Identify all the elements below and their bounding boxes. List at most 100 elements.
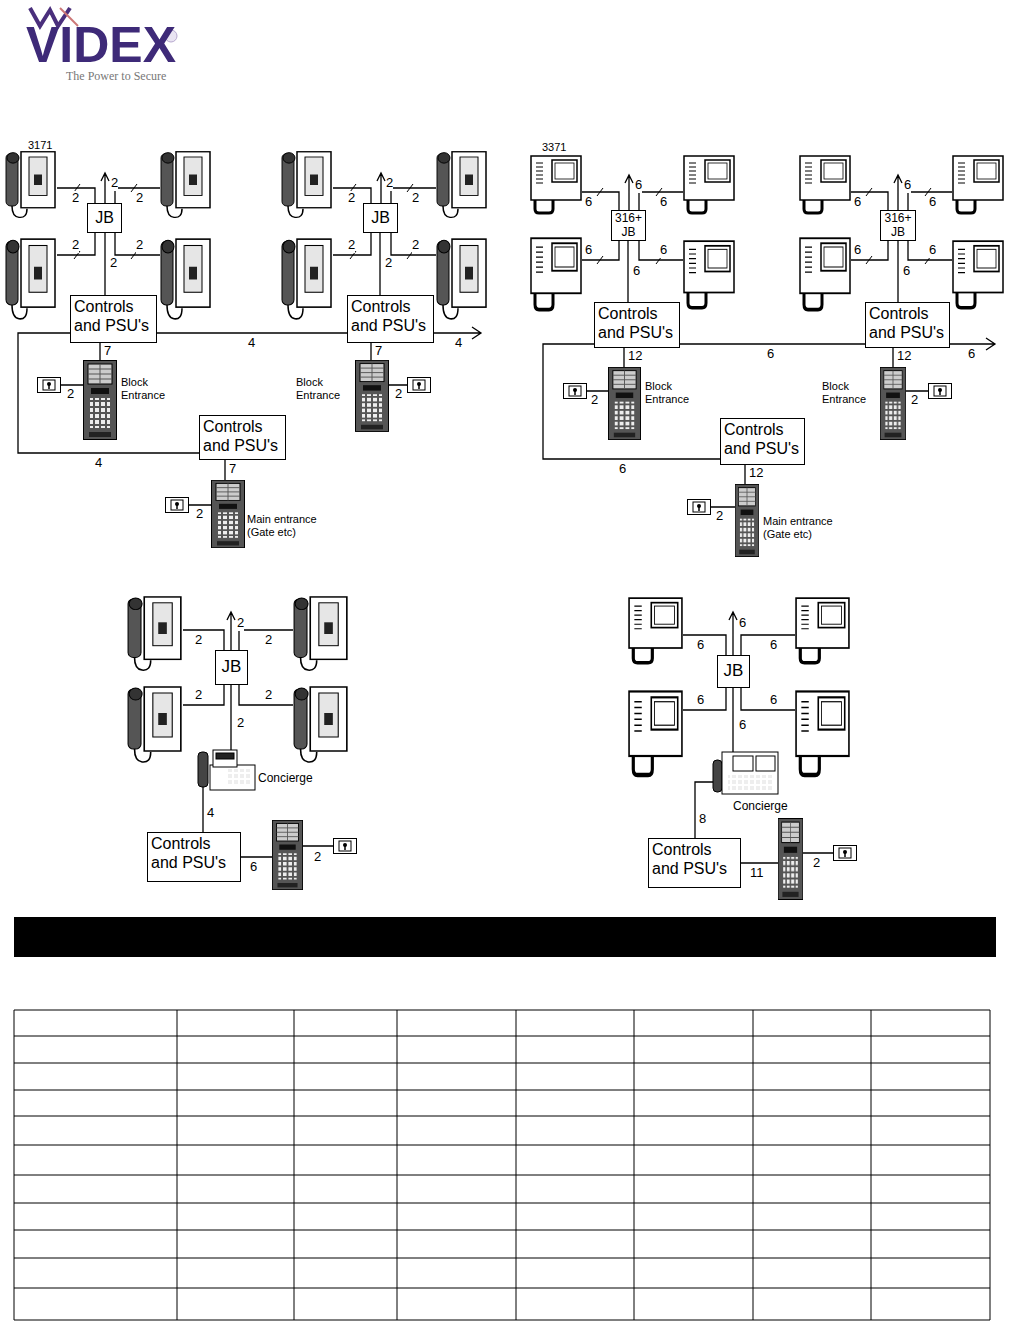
concierge-units-part <box>210 765 255 790</box>
wire-count: 12 <box>897 349 911 364</box>
unit-label: Block Entrance <box>822 380 877 405</box>
wiring-part-part <box>333 173 436 255</box>
wiring-part <box>587 338 995 507</box>
wire-count: 6 <box>697 693 704 708</box>
door-locks-part <box>166 498 189 513</box>
wire-count: 2 <box>412 191 419 206</box>
logo-tagline: The Power to Secure <box>66 70 166 84</box>
door-phones-part <box>6 239 55 319</box>
controls-box: Controls and PSU's <box>594 302 680 348</box>
wire-count: 6 <box>660 243 667 258</box>
door-phones-part <box>128 687 181 762</box>
wire-count: 6 <box>770 638 777 653</box>
wire-count: 2 <box>265 688 272 703</box>
logo-wordmark: VIDEX <box>26 20 176 70</box>
box-text: 316+ JB <box>612 212 645 238</box>
wire-count: 2 <box>386 176 393 191</box>
video-monitors-part <box>796 598 849 663</box>
wire-count: 11 <box>750 866 764 881</box>
wiring-part-part <box>57 173 160 255</box>
entrance-panels-part <box>84 361 117 440</box>
controls-box: Controls and PSU's <box>648 838 741 888</box>
wiring-part <box>57 173 160 259</box>
wiring-part <box>582 175 683 264</box>
wire-count: 4 <box>207 806 214 821</box>
video-monitors-part <box>953 241 1003 307</box>
wire-count: 6 <box>635 178 642 193</box>
wire-count: 8 <box>699 812 706 827</box>
wire-count: 2 <box>911 393 918 408</box>
entrance-panels-part <box>608 367 640 439</box>
wire-count: 2 <box>314 850 321 865</box>
wire-count: 6 <box>739 718 746 733</box>
video-monitors-part <box>796 691 849 775</box>
controls-box: Controls and PSU's <box>70 295 157 343</box>
wire-count: 2 <box>195 633 202 648</box>
controls-box: Controls and PSU's <box>199 415 286 460</box>
wire-connector <box>627 241 628 302</box>
video-monitors-part <box>531 156 581 213</box>
controls-box: Controls and PSU's <box>865 302 950 348</box>
controls-box: Controls and PSU's <box>347 295 434 343</box>
door-locks-part <box>688 500 711 515</box>
wire-connector <box>680 343 865 344</box>
box-text: JB <box>222 658 242 677</box>
entrance-panels-part <box>272 820 302 889</box>
wire-count: 2 <box>813 856 820 871</box>
door-phones-part <box>161 239 210 319</box>
black-band <box>14 917 996 957</box>
box-text: Controls and PSU's <box>598 304 676 342</box>
wire-count: 7 <box>375 344 382 359</box>
wire-connector <box>157 332 347 333</box>
model-number: 3171 <box>28 139 52 152</box>
door-locks-part <box>408 378 431 393</box>
junction-box: JB <box>215 650 248 685</box>
video-monitors-part <box>531 238 581 309</box>
door-phones-part <box>294 597 347 670</box>
wire-count: 2 <box>111 176 118 191</box>
wire-count: 4 <box>247 336 256 351</box>
wire-count: 4 <box>455 336 462 351</box>
unit-label: Block Entrance <box>645 380 700 405</box>
wire-count: 6 <box>632 264 641 279</box>
wire-count: 6 <box>585 243 592 258</box>
wire-count: 6 <box>250 860 257 875</box>
wire-count: 6 <box>618 462 627 477</box>
junction-box: JB <box>87 203 122 233</box>
entrance-panels-part <box>778 819 802 900</box>
wire-count: 6 <box>766 347 775 362</box>
unit-label: Block Entrance <box>296 376 351 401</box>
unit-label: Main entrance (Gate etc) <box>247 513 329 538</box>
wire-count: 6 <box>854 195 861 210</box>
wire-count: 6 <box>929 195 936 210</box>
concierge-units-part <box>728 775 774 790</box>
wire-count: 12 <box>628 349 642 364</box>
unit-label: Block Entrance <box>121 376 176 401</box>
wire-count: 7 <box>104 344 111 359</box>
door-locks-part <box>564 384 587 399</box>
box-text: JB <box>95 209 114 227</box>
concierge-units-part <box>756 756 775 771</box>
video-monitors-part <box>800 156 850 213</box>
wire-count: 2 <box>72 238 79 253</box>
wiring-part <box>851 175 952 264</box>
box-text: Controls and PSU's <box>151 834 237 872</box>
video-monitors-part <box>629 598 682 663</box>
unit-label: Main entrance (Gate etc) <box>763 515 845 540</box>
box-text: 316+ JB <box>881 212 915 238</box>
video-monitors-part <box>684 156 734 213</box>
wiring-part-part <box>851 175 952 260</box>
junction-box: JB <box>363 203 398 233</box>
wire-count: 2 <box>136 191 143 206</box>
concierge-units-part <box>198 752 208 787</box>
concierge-units <box>198 750 778 794</box>
wire-count: 2 <box>196 507 203 522</box>
wire-count: 2 <box>195 688 202 703</box>
wire-connector <box>104 233 105 295</box>
model-number: 3371 <box>542 141 566 154</box>
concierge-units-part <box>722 752 778 794</box>
wire-count: 2 <box>348 191 355 206</box>
wire-count: 2 <box>109 256 118 271</box>
door-phones-part <box>161 152 210 218</box>
wire-count: 4 <box>94 456 103 471</box>
